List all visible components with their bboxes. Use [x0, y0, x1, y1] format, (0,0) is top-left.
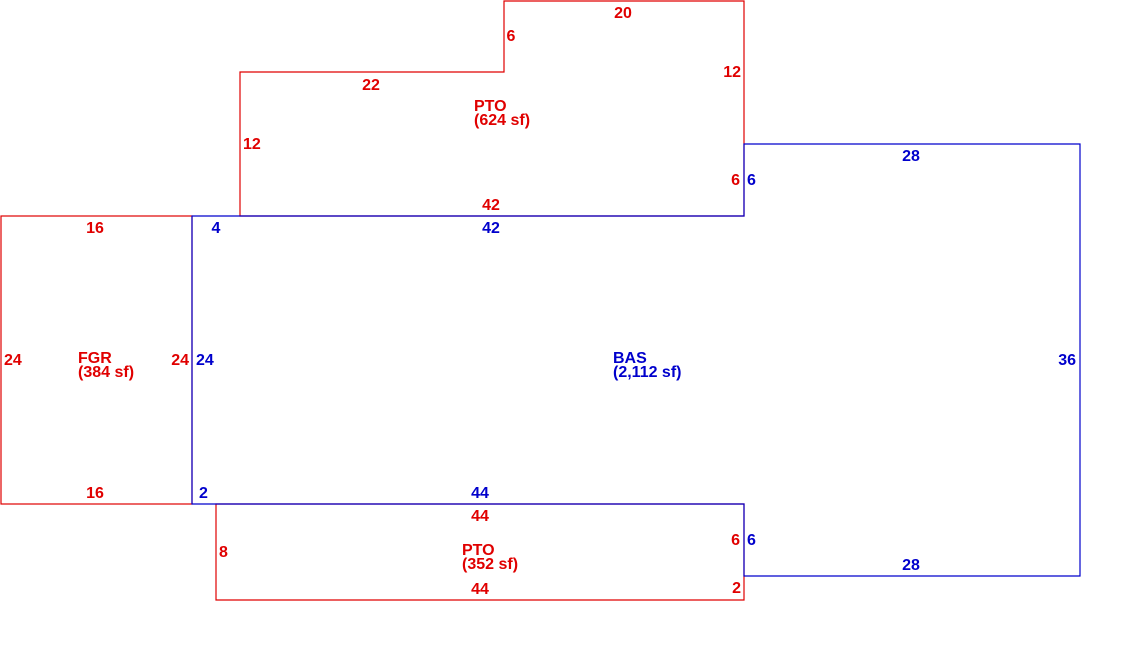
- pto-top-dim-right: 12: [723, 64, 741, 81]
- pto-top-dim-top: 20: [614, 5, 632, 22]
- pto-bottom-size: (352 sf): [462, 556, 518, 573]
- fgr-size: (384 sf): [78, 364, 134, 381]
- pto-top-dim-top-left: 22: [362, 77, 380, 94]
- bas-dim-top: 42: [482, 220, 500, 237]
- pto-bottom-dim-top: 44: [471, 508, 489, 525]
- bas-dim-jog-bottom: 6: [747, 532, 756, 549]
- fgr-dim-top: 16: [86, 220, 104, 237]
- bas-dim-bottom-left-offset: 2: [199, 485, 208, 502]
- pto-bottom-dim-corner: 2: [732, 580, 741, 597]
- fgr-dim-bottom: 16: [86, 485, 104, 502]
- bas-dim-jog-top: 6: [747, 172, 756, 189]
- bas-dim-top-left-offset: 4: [212, 220, 221, 237]
- bas-code: BAS: [613, 350, 647, 367]
- pto-top-size: (624 sf): [474, 112, 530, 129]
- fgr-dim-left: 24: [4, 352, 22, 369]
- pto-top-dim-left: 12: [243, 136, 261, 153]
- bas-size: (2,112 sf): [613, 364, 681, 381]
- bas-dim-top-right: 28: [902, 148, 920, 165]
- fgr-dim-right: 24: [171, 352, 189, 369]
- pto-top-code: PTO: [474, 98, 507, 115]
- pto-bottom-dim-left: 8: [219, 544, 228, 561]
- pto-bottom-dim-bottom: 44: [471, 581, 489, 598]
- fgr-code: FGR: [78, 350, 112, 367]
- bas-dim-left: 24: [196, 352, 214, 369]
- pto-bottom-dim-right: 6: [731, 532, 740, 549]
- pto-bottom-code: PTO: [462, 542, 495, 559]
- bas-outline: [191, 143, 1081, 577]
- pto-top-dim-jog-left: 6: [507, 28, 516, 45]
- bas-dim-bottom-right: 28: [902, 557, 920, 574]
- bas-dim-right: 36: [1058, 352, 1076, 369]
- pto-top-dim-jog-right: 6: [731, 172, 740, 189]
- pto-top-dim-bottom: 42: [482, 197, 500, 214]
- bas-dim-bottom: 44: [471, 485, 489, 502]
